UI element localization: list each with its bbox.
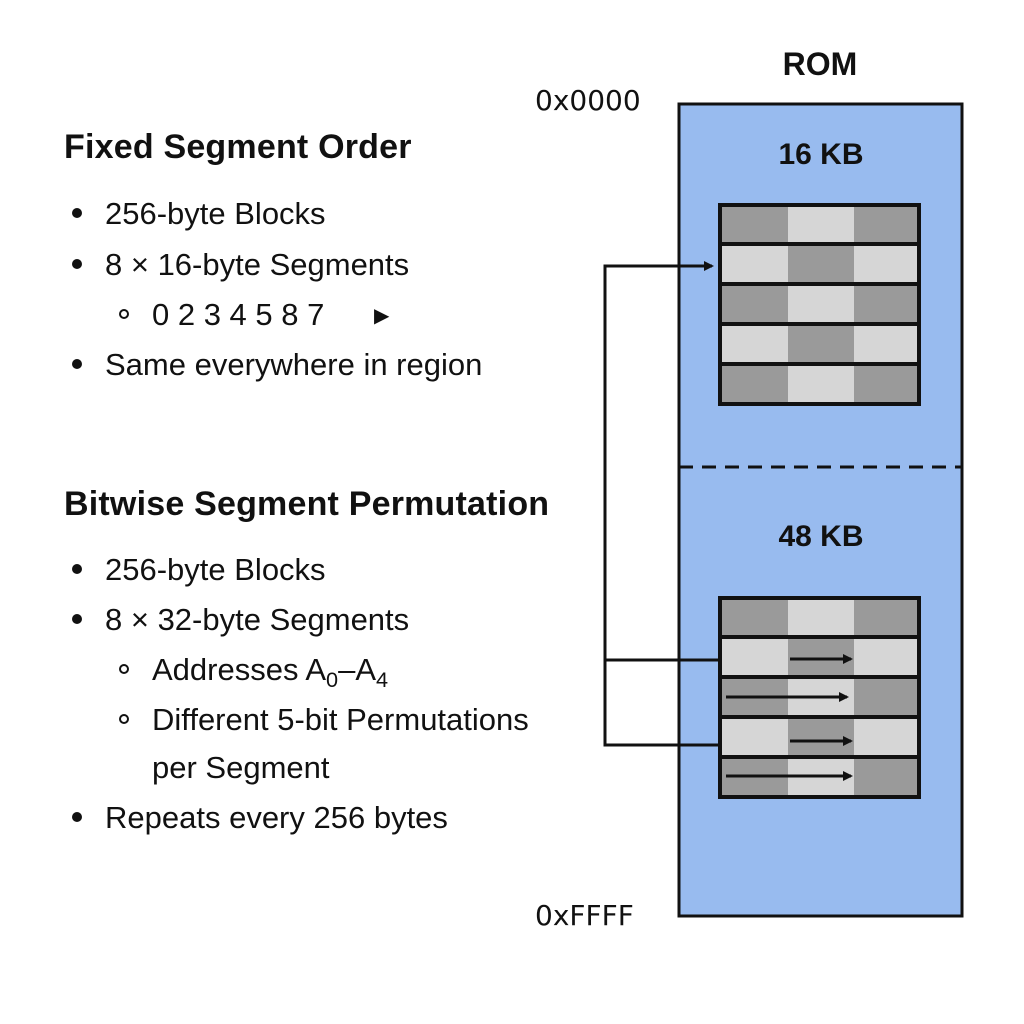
bitwise-permutation-line2: per Segment	[152, 750, 330, 786]
bullet-dot	[72, 812, 82, 822]
bitwise-bullet-repeats: Repeats every 256 bytes	[72, 800, 448, 836]
bullet-ring	[119, 714, 129, 724]
fixed-order-subbullet: 0 2 3 4 5 8 7 ▶	[119, 297, 389, 333]
upper-segment-block	[718, 203, 921, 406]
addresses-sub4: 4	[376, 667, 389, 693]
bitwise-permutation-subbullet: Different 5-bit Permutations	[119, 702, 529, 738]
play-icon: ▶	[374, 305, 390, 327]
bitwise-repeats-text: Repeats every 256 bytes	[105, 800, 448, 835]
fixed-bullet-blocks: 256-byte Blocks	[72, 196, 326, 232]
fixed-bullet-segments: 8 × 16-byte Segments	[72, 247, 410, 283]
bullet-dot	[72, 564, 82, 574]
bitwise-bullet-blocks: 256-byte Blocks	[72, 552, 326, 588]
bullet-ring	[119, 309, 129, 319]
rom-end-address: 0xFFFF	[535, 899, 634, 932]
lower-segment-block	[718, 596, 921, 799]
permutation-line2: per Segment	[152, 750, 330, 785]
connector-line-lower	[603, 660, 720, 747]
permutation-line1: Different 5-bit Permutations	[152, 702, 529, 737]
fixed-bullet-same: Same everywhere in region	[72, 347, 483, 383]
bitwise-blocks-text: 256-byte Blocks	[105, 552, 326, 587]
addresses-sub0: 0	[326, 667, 339, 693]
upper-row-1	[722, 207, 917, 242]
bullet-dot	[72, 614, 82, 624]
bitwise-addresses-subbullet: Addresses A0–A4	[119, 652, 389, 693]
bitwise-segments-text: 8 × 32-byte Segments	[105, 602, 410, 637]
upper-region-label: 16 KB	[778, 138, 864, 171]
rom-start-address: 0x0000	[535, 84, 641, 117]
rom-title: ROM	[782, 46, 858, 82]
lower-row-1	[722, 600, 917, 635]
fixed-same-text: Same everywhere in region	[105, 347, 483, 382]
lower-row-4	[722, 719, 917, 755]
bitwise-bullet-segments: 8 × 32-byte Segments	[72, 602, 410, 638]
fixed-segments-text: 8 × 16-byte Segments	[105, 247, 410, 282]
connector-arrow-to-upper	[603, 261, 720, 662]
lower-region-label: 48 KB	[778, 520, 864, 553]
lower-row-2	[722, 639, 917, 675]
addresses-dash: –A	[338, 652, 377, 687]
bullet-ring	[119, 664, 129, 674]
bullet-dot	[72, 359, 82, 369]
bullet-dot	[72, 259, 82, 269]
upper-row-4	[722, 326, 917, 362]
fixed-blocks-text: 256-byte Blocks	[105, 196, 326, 231]
upper-row-3	[722, 286, 917, 322]
fixed-order-text: 0 2 3 4 5 8 7	[152, 297, 325, 332]
bitwise-heading: Bitwise Segment Permutation	[64, 485, 550, 523]
bullet-dot	[72, 208, 82, 218]
upper-row-2	[722, 246, 917, 282]
upper-row-5	[722, 366, 917, 402]
addresses-prefix: Addresses A	[152, 652, 327, 687]
fixed-order-heading: Fixed Segment Order	[64, 128, 412, 166]
